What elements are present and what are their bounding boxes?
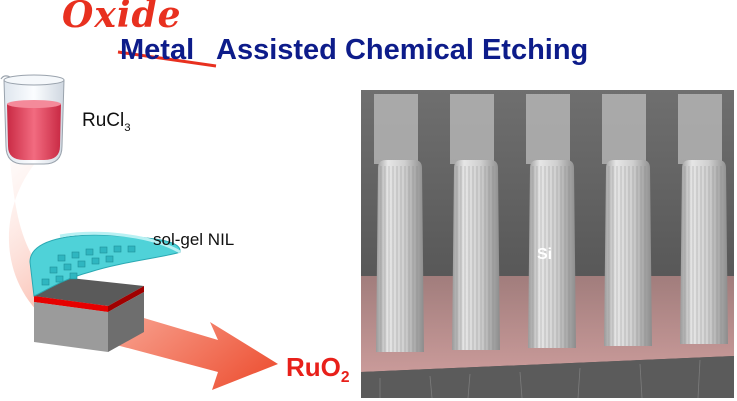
- substrate-block: [34, 278, 144, 352]
- product-label: RuO2: [286, 352, 350, 387]
- strikethrough-line: [117, 50, 217, 68]
- sem-pillars: [374, 94, 728, 352]
- material-label: Si: [537, 246, 553, 263]
- back-pillar: [526, 94, 570, 164]
- back-pillar: [678, 94, 722, 164]
- pillar-texture: [608, 166, 648, 346]
- nil-stamp: [29, 231, 181, 297]
- correction-word: Oxide: [62, 0, 182, 36]
- struck-title-word: Metal: [120, 34, 195, 66]
- page-title: Assisted Chemical Etching: [216, 34, 589, 66]
- beaker-icon: [0, 74, 65, 165]
- back-pillar: [374, 94, 418, 164]
- pillar-texture: [532, 166, 572, 348]
- back-pillar: [602, 94, 646, 164]
- back-pillar: [450, 94, 494, 164]
- stamp-label: sol-gel NIL: [153, 230, 235, 249]
- sem-image: [361, 90, 734, 399]
- pillar-texture: [684, 166, 724, 344]
- pillar-texture: [380, 166, 420, 352]
- pillar-texture: [456, 166, 496, 350]
- precursor-label: RuCl3: [82, 110, 131, 134]
